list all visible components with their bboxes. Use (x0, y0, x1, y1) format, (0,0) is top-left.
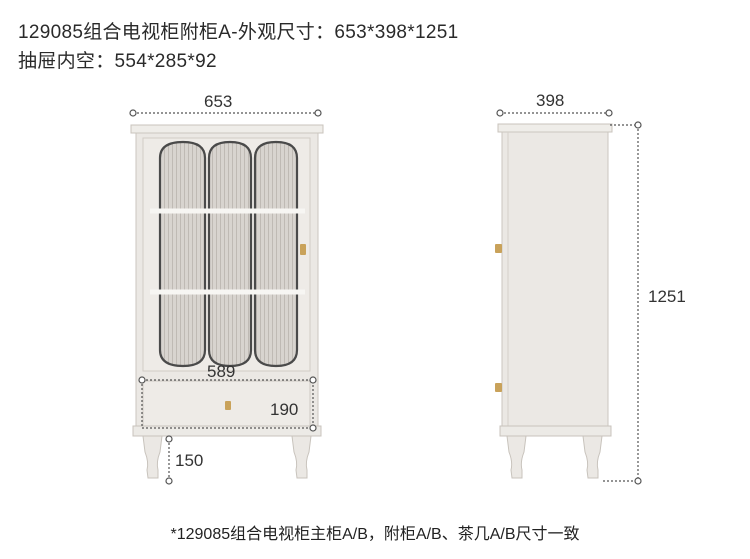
side-top-cap (497, 123, 613, 133)
front-width-label: 653 (204, 92, 233, 111)
base-rail (132, 425, 322, 437)
drawer-height-label: 190 (270, 400, 299, 419)
side-body (501, 131, 609, 430)
front-view (130, 124, 324, 479)
footer-note: *129085组合电视柜主柜A/B，附柜A/B、茶几A/B尺寸一致 (170, 526, 580, 543)
glass-pane-right (253, 140, 299, 368)
drawer-handle (225, 401, 231, 410)
side-dim-lines (496, 109, 642, 485)
front-top-cap (130, 124, 324, 134)
spec-title: 129085组合电视柜附柜A-外观尺寸：653*398*1251 (18, 22, 459, 43)
front-dim-lines (129, 109, 322, 485)
drawer-spec: 抽屉内空：554*285*92 (18, 51, 217, 72)
side-view (495, 123, 613, 479)
glass-pane-center (207, 140, 253, 368)
side-drawer-handle (495, 383, 502, 392)
glass-pane-left (158, 140, 207, 368)
front-leg-left (142, 435, 163, 479)
side-leg-left (506, 435, 527, 479)
door-handle (300, 244, 306, 255)
side-leg-right (582, 435, 603, 479)
side-door-handle (495, 244, 502, 253)
height-label: 1251 (648, 287, 686, 306)
side-depth-label: 398 (536, 91, 565, 110)
side-base-rail (499, 425, 612, 437)
drawer-width-label: 589 (207, 362, 236, 381)
front-leg-right (291, 435, 312, 479)
leg-height-label: 150 (175, 451, 204, 470)
